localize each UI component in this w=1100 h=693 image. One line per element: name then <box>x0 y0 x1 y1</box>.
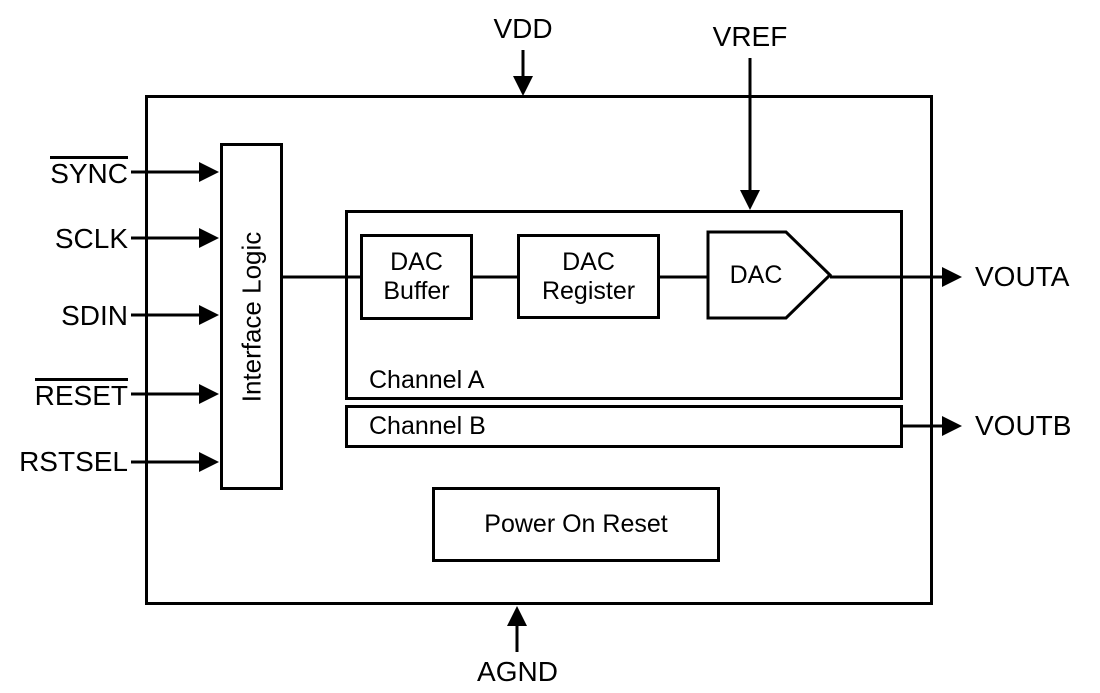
power-on-reset-label: Power On Reset <box>484 510 668 538</box>
pin-label-sdin-text: SDIN <box>61 300 128 331</box>
dac-buffer-label: DAC Buffer <box>383 248 450 305</box>
interface-logic-block: Interface Logic <box>220 143 283 490</box>
agnd-wire <box>507 606 527 652</box>
channel-a-label: Channel A <box>369 366 485 394</box>
channel-b-label: Channel B <box>369 412 486 440</box>
pin-label-sdin: SDIN <box>8 299 128 333</box>
pin-label-vouta: VOUTA <box>975 261 1070 292</box>
pin-label-sclk: SCLK <box>8 222 128 256</box>
dac-register-label: DAC Register <box>541 247 636 305</box>
pin-label-agnd: AGND <box>477 656 558 687</box>
pin-label-rstsel-text: RSTSEL <box>19 446 128 477</box>
vdd-wire <box>513 50 533 96</box>
dac-buffer-block: DAC Buffer <box>360 234 473 320</box>
pin-label-sclk-text: SCLK <box>54 223 128 254</box>
pin-label-reset: RESET <box>8 378 128 412</box>
pin-label-reset-text: RESET <box>34 378 128 411</box>
dac-label: DAC <box>729 260 783 289</box>
channel-b-block <box>345 405 903 448</box>
interface-logic-label: Interface Logic <box>236 231 266 402</box>
pin-label-sync-text: SYNC <box>50 156 128 189</box>
pin-label-rstsel: RSTSEL <box>8 445 128 479</box>
pin-label-voutb: VOUTB <box>975 410 1072 441</box>
pin-label-vref: VREF <box>712 21 788 52</box>
dac-register-block: DAC Register <box>517 234 660 319</box>
pin-label-sync: SYNC <box>8 156 128 190</box>
pin-label-vdd: VDD <box>493 13 553 44</box>
power-on-reset-block: Power On Reset <box>432 487 720 562</box>
